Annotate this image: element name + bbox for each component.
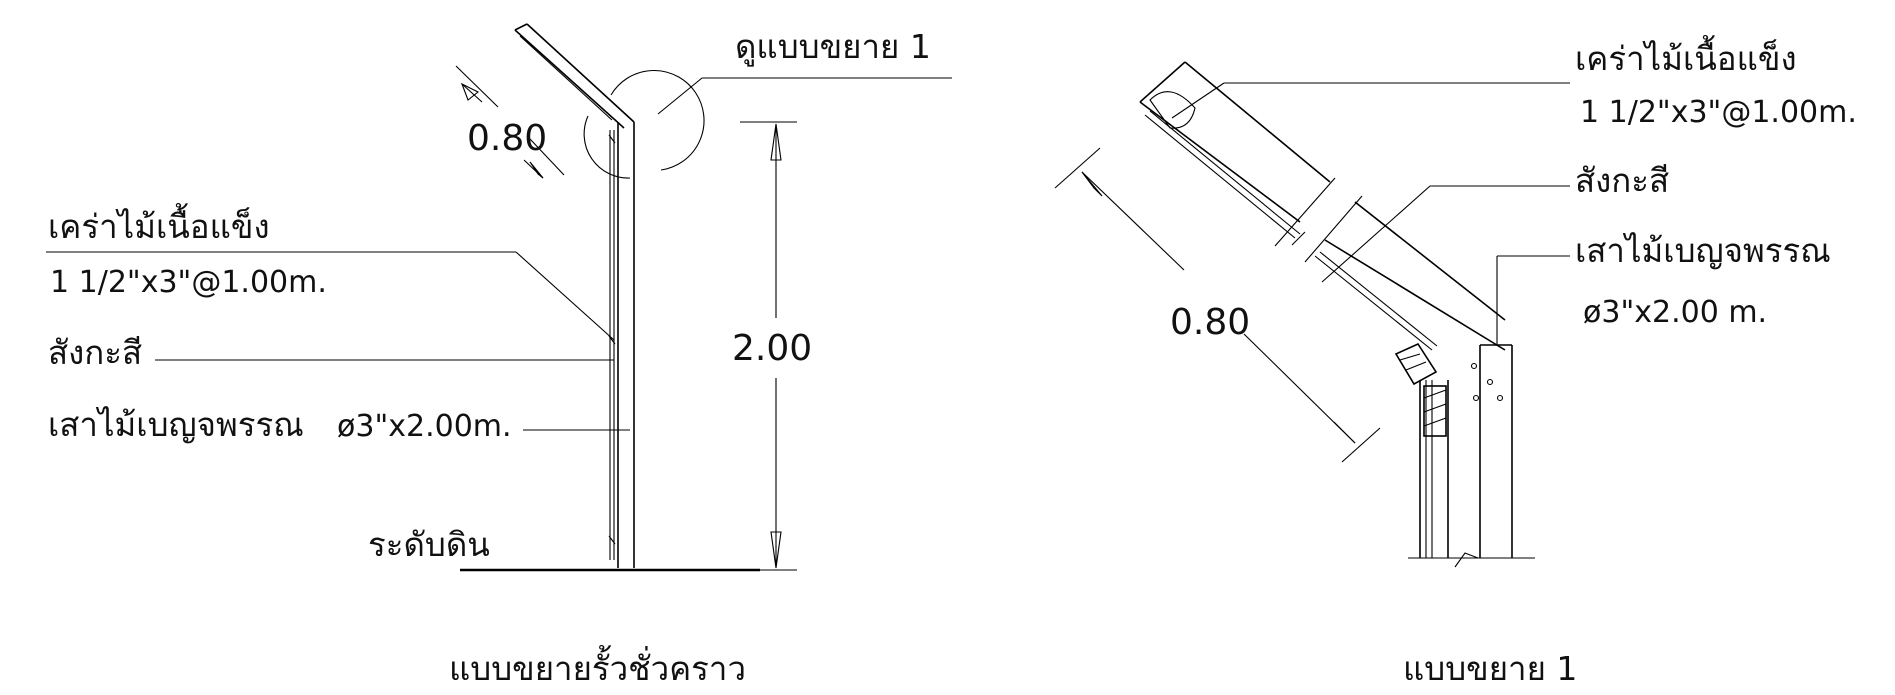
brace-spec-right: 1 1/2"x3"@1.00m. xyxy=(1580,95,1857,130)
dim-diagonal-left: 0.80 xyxy=(467,118,547,159)
right-text: เคร่าไม้เนื้อแข็ง 1 1/2"x3"@1.00m. สังกะ… xyxy=(1170,35,1857,688)
post-label-right: เสาไม้เบญจพรรณ xyxy=(1575,231,1831,270)
sheet-label-right: สังกะสี xyxy=(1575,161,1669,200)
sheet-label-left: สังกะสี xyxy=(48,333,142,372)
left-fence-elevation xyxy=(46,23,952,572)
brace-label-right: เคร่าไม้เนื้อแข็ง xyxy=(1575,35,1797,78)
dim-height-left: 2.00 xyxy=(732,328,812,369)
left-text: ดูแบบขยาย 1 0.80 2.00 เคร่าไม้เนื้อแข็ง … xyxy=(48,27,931,688)
post-spec-right: ø3"x2.00 m. xyxy=(1583,295,1767,330)
drawing-title-left: แบบขยายรั้วชั่วคราว xyxy=(449,645,746,688)
post-spec-left: ø3"x2.00m. xyxy=(337,409,512,444)
dim-diagonal-right: 0.80 xyxy=(1170,302,1250,343)
brace-spec-left: 1 1/2"x3"@1.00m. xyxy=(50,265,327,300)
brace-label-left: เคร่าไม้เนื้อแข็ง xyxy=(48,203,270,246)
right-detail-1 xyxy=(1054,61,1570,568)
callout-see-detail-1: ดูแบบขยาย 1 xyxy=(735,27,931,67)
post-label-left: เสาไม้เบญจพรรณ xyxy=(48,405,304,444)
drawing-title-right: แบบขยาย 1 xyxy=(1403,649,1577,688)
ground-level-label: ระดับดิน xyxy=(368,525,490,564)
